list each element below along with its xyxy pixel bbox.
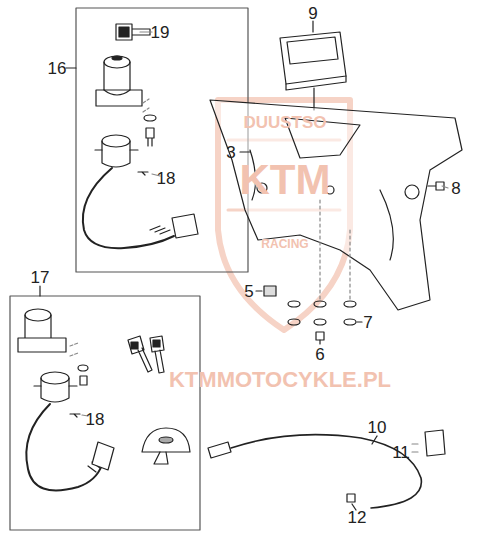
callout-number: 6 [315, 346, 324, 363]
callout-number: 7 [363, 314, 372, 331]
callout-number: 17 [31, 269, 50, 286]
callout-number: 8 [451, 180, 460, 197]
callout-number: 3 [226, 144, 235, 161]
callout-number: 9 [308, 5, 317, 22]
callout-number: 12 [348, 509, 367, 526]
callout-number: 18 [86, 411, 105, 428]
callout-number: 5 [244, 283, 253, 300]
callout-number: 10 [368, 419, 387, 436]
watermark: RACING [261, 238, 308, 250]
callout-number: 19 [151, 24, 170, 41]
callout-number: 16 [48, 60, 67, 77]
watermark: KTM [240, 159, 331, 201]
callout-number: 11 [392, 444, 410, 461]
watermark: KTMMOTOCYKLE.PL [169, 369, 391, 391]
callout-number: 18 [157, 170, 176, 187]
watermark: DUUSTSO [243, 114, 326, 131]
